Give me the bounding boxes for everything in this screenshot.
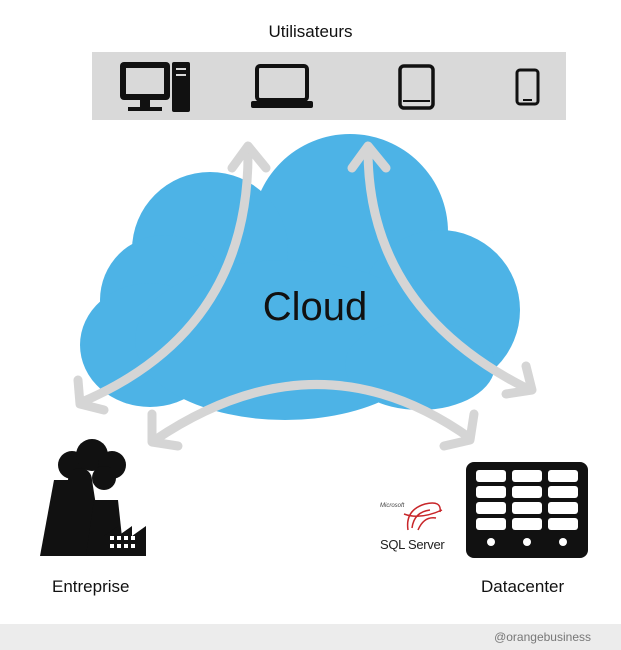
- cloud-label: Cloud: [262, 285, 368, 329]
- arrowhead-users-top-right: [347, 141, 391, 173]
- desktop-icon: [120, 62, 190, 112]
- arrowhead-datacenter-bottom: [439, 409, 479, 451]
- arrow-users-enterprise: [77, 145, 253, 407]
- sql-logo-small-text: Microsoft: [380, 503, 405, 509]
- arrowhead-datacenter-right: [501, 361, 537, 399]
- datacenter-label: Datacenter: [481, 577, 565, 596]
- laptop-icon: [251, 64, 313, 108]
- arrows: [73, 141, 537, 451]
- device-bar: [92, 52, 566, 120]
- footer-bar: [0, 624, 621, 650]
- arrow-users-datacenter: [363, 145, 535, 395]
- enterprise-label: Entreprise: [52, 577, 130, 596]
- arrowhead-enterprise-bottom: [147, 409, 183, 451]
- sql-logo-text: SQL Server: [380, 537, 445, 552]
- arrow-enterprise-datacenter: [150, 380, 475, 445]
- footer-credit: @orangebusiness: [494, 630, 591, 644]
- users-title: Utilisateurs: [268, 22, 353, 41]
- arrowhead-enterprise: [73, 375, 109, 415]
- cloud-shape: [80, 134, 520, 420]
- arrowhead-users-top-left: [227, 141, 271, 173]
- factory-icon: [40, 439, 146, 556]
- phone-icon: [515, 68, 540, 106]
- tablet-icon: [398, 64, 435, 110]
- sql-server-logo-icon: [403, 502, 443, 531]
- server-rack-icon: [466, 462, 588, 558]
